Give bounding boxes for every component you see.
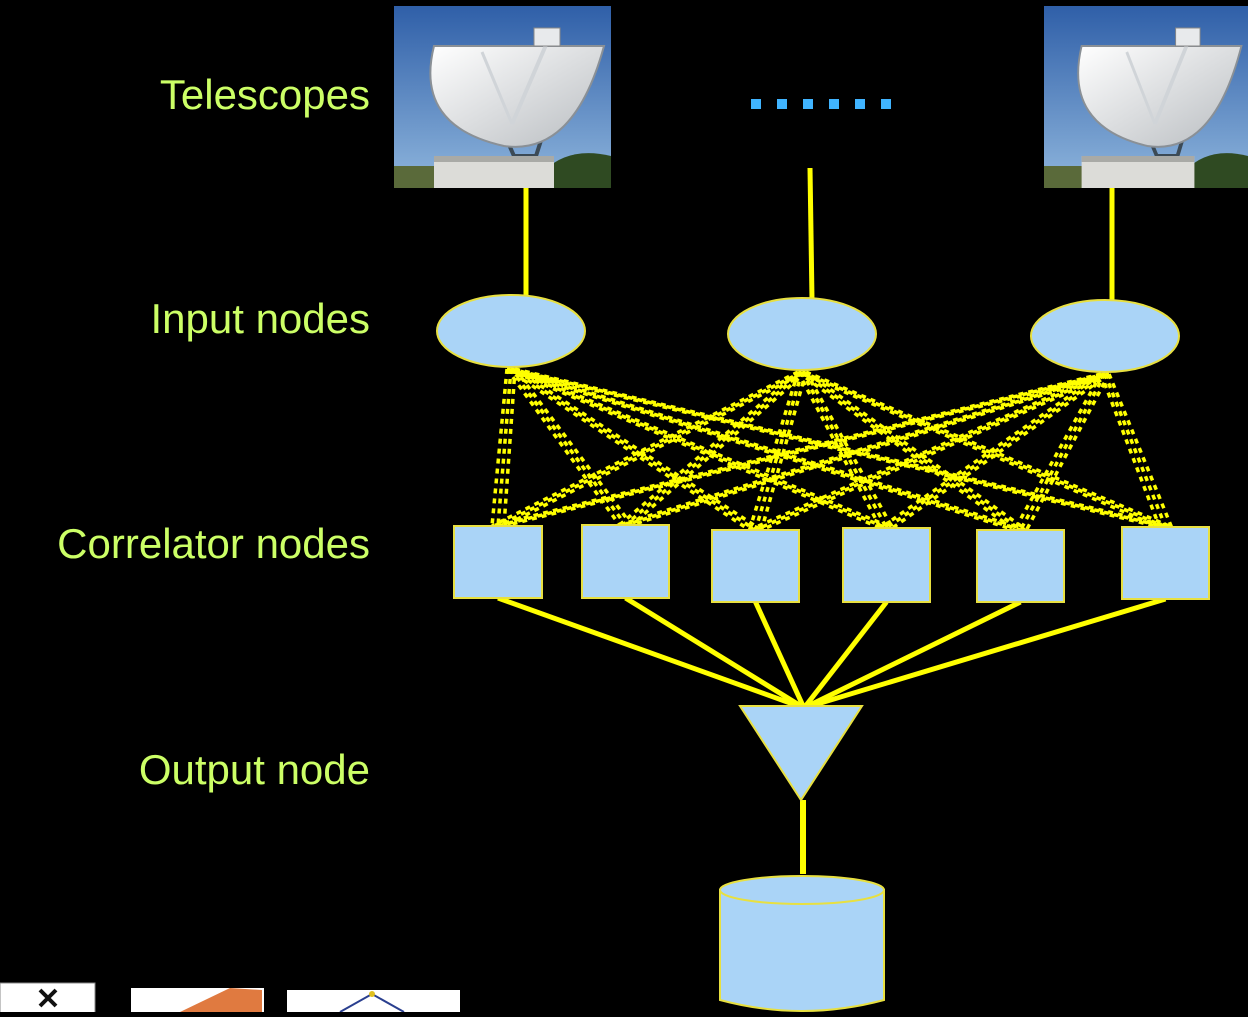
input-correlator-link [514, 367, 763, 532]
input-correlator-link [510, 367, 757, 532]
input-correlator-link [510, 367, 1166, 529]
input-correlator-link [491, 370, 799, 528]
input-correlator-link [490, 368, 509, 527]
ellipsis-dot-icon [751, 99, 761, 109]
close-x-logo [0, 982, 96, 1016]
input-correlator-link [759, 371, 808, 531]
orange-logo [131, 988, 264, 1014]
correlator-node [581, 524, 670, 599]
star-icon [369, 991, 375, 997]
cylinder-top [719, 875, 885, 905]
input-correlator-link [506, 367, 751, 532]
input-correlator-link [503, 372, 1110, 528]
input-correlator-link [624, 372, 1106, 527]
correlator-node [453, 525, 543, 599]
telescope-input-link [807, 167, 815, 301]
input-correlator-link [630, 370, 808, 527]
storage-cylinder-icon [719, 875, 885, 1012]
input-correlator-link [753, 371, 804, 531]
input-correlator-links [490, 367, 1174, 532]
nodes-layer [436, 294, 1210, 1012]
correlator-output-link [624, 595, 806, 711]
telescope-right-image [1042, 4, 1248, 190]
input-node [1030, 299, 1180, 373]
input-correlator-link [514, 367, 894, 530]
input-correlator-link [800, 370, 1022, 532]
ellipsis-dot-icon [829, 99, 839, 109]
ellipsis-dot-icon [803, 99, 813, 109]
input-correlator-link [624, 370, 804, 527]
close-icon [38, 988, 58, 1008]
input-correlator-link [747, 371, 800, 531]
input-correlator-link [805, 370, 1173, 529]
input-node [436, 294, 586, 368]
input-correlator-link [510, 367, 888, 530]
label-output-node: Output node [138, 746, 370, 793]
input-correlator-link [891, 372, 1111, 530]
input-correlator-link [748, 372, 1102, 532]
telescopes-layer [392, 4, 1248, 190]
correlator-output-link [802, 600, 889, 710]
input-correlator-link [514, 367, 1172, 529]
jive-logo [287, 990, 460, 1014]
solid-links [497, 167, 1167, 874]
input-node [727, 297, 877, 371]
input-correlator-link [491, 372, 1102, 528]
correlator-output-link [753, 600, 807, 710]
correlator-output-link [803, 596, 1167, 711]
orange-shape-icon [180, 988, 262, 1012]
correlator-node [711, 529, 800, 603]
input-correlator-link [497, 372, 1106, 528]
logos-layer [0, 982, 460, 1016]
output-node [738, 705, 864, 802]
input-correlator-link [497, 370, 803, 528]
input-correlator-link [885, 372, 1107, 530]
telescope-left-image [392, 4, 613, 190]
radio-dish-telescope-icon [392, 4, 613, 190]
input-correlator-link [879, 372, 1103, 530]
correlator-output-link [802, 599, 1022, 711]
cylinder-body [719, 889, 885, 1012]
input-correlator-link [496, 368, 513, 527]
input-correlator-link [1099, 373, 1162, 528]
input-correlator-link [503, 370, 807, 528]
radio-dish-telescope-icon [1042, 4, 1248, 190]
correlator-node [976, 529, 1065, 603]
ellipsis-dot-icon [881, 99, 891, 109]
input-correlator-link [505, 367, 621, 527]
input-correlator-link [506, 367, 882, 530]
ellipsis-dot-icon [777, 99, 787, 109]
label-input-nodes: Input nodes [150, 295, 370, 342]
input-correlator-link [754, 372, 1106, 532]
input-correlator-link [1103, 373, 1168, 528]
input-correlator-link [1107, 373, 1174, 528]
input-correlator-link [506, 367, 1160, 529]
label-telescopes: Telescopes [159, 71, 370, 118]
input-correlator-link [630, 372, 1110, 527]
correlator-output-link [497, 595, 805, 711]
correlator-node [1121, 526, 1210, 600]
correlator-node [842, 527, 931, 603]
ellipsis-dot-icon [855, 99, 865, 109]
input-correlator-link [796, 370, 1016, 532]
input-correlator-link [760, 372, 1110, 532]
label-correlator-nodes: Correlator nodes [57, 520, 370, 567]
input-correlator-link [502, 368, 517, 527]
